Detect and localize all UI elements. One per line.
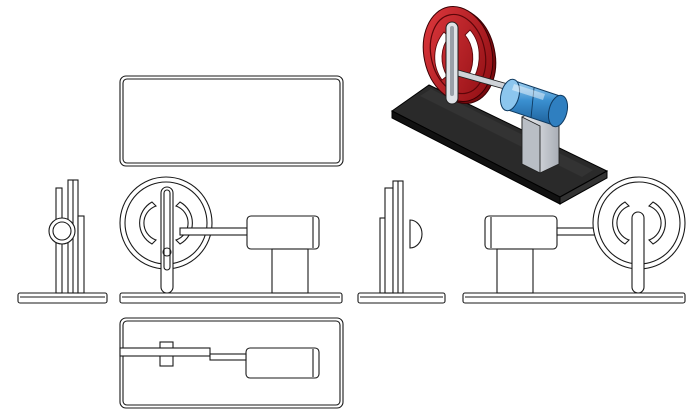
isometric-view (391, 6, 609, 205)
piston-rod (209, 353, 247, 361)
top-view (119, 75, 344, 167)
cylinder (484, 215, 558, 250)
bottom-view (119, 317, 344, 409)
cylinder-isometric (499, 78, 569, 128)
left-side-view (17, 179, 108, 304)
base-plate (17, 292, 108, 304)
piston-rod (179, 227, 249, 236)
cylinder-support (496, 248, 534, 294)
cylinder-end (409, 219, 423, 249)
cylinder (245, 347, 320, 379)
base-plate (119, 292, 343, 304)
cylinder-support (271, 248, 309, 294)
upright-post (384, 187, 394, 294)
front-view (119, 176, 343, 304)
back-view (462, 176, 686, 304)
base-plate (462, 292, 686, 304)
base-plate (357, 292, 446, 304)
flywheel-arm (631, 211, 645, 294)
cylinder (246, 215, 320, 250)
flywheel-arm (160, 186, 174, 294)
right-side-view (357, 180, 446, 304)
